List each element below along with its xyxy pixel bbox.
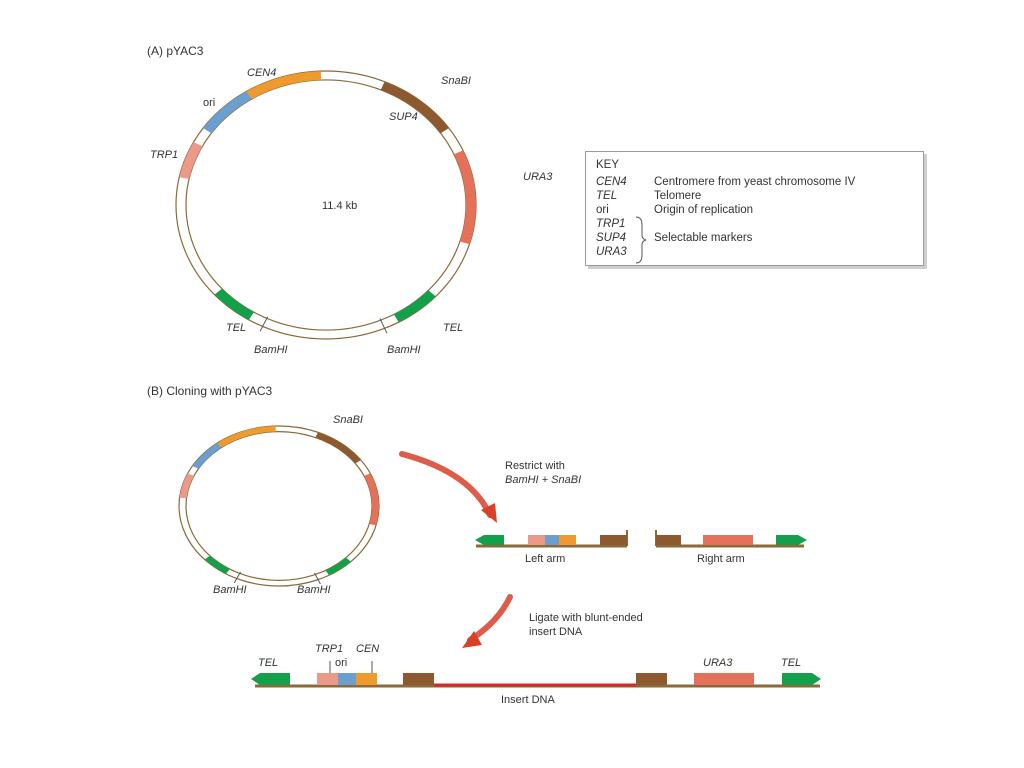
right-arm-construct <box>655 530 807 548</box>
right-arm-sup4 <box>656 535 681 545</box>
right-arm-tel <box>776 535 807 545</box>
final-tel-right <box>782 673 821 685</box>
right-arm-ura3 <box>703 535 753 545</box>
label-sup4: SUP4 <box>389 111 418 123</box>
final-label-tel-right: TEL <box>781 657 802 669</box>
plasmid-b-map <box>179 426 379 586</box>
ligate-text-line1: Ligate with blunt-ended <box>529 612 643 624</box>
ligate-arrowhead <box>462 631 482 648</box>
key-marker-trp1: TRP1 <box>596 218 626 230</box>
final-yac-construct <box>251 661 821 688</box>
plasmid-segment-trp1 <box>179 473 195 499</box>
left-arm-tel <box>475 535 504 545</box>
label-ura3: URA3 <box>523 171 553 183</box>
plasmid-segment-ura3 <box>453 150 476 245</box>
left-arm-cen <box>559 535 576 545</box>
panel-b-title: (B) Cloning with pYAC3 <box>147 384 273 398</box>
key-term-ori: ori <box>596 204 609 216</box>
plasmid-segment-cen4 <box>246 71 322 99</box>
label-snabi: SnaBI <box>441 75 471 87</box>
ligate-arrow <box>467 594 513 643</box>
right-arm-label: Right arm <box>697 553 745 565</box>
key-legend: KEY CEN4 Centromere from yeast chromosom… <box>585 151 924 266</box>
key-term-tel: TEL <box>596 190 618 202</box>
final-ura3 <box>694 673 754 685</box>
restrict-text-line1: Restrict with <box>505 460 565 472</box>
key-marker-sup4: SUP4 <box>596 232 627 244</box>
final-label-cen: CEN <box>356 643 380 655</box>
plasmid-ring-inner <box>186 432 372 581</box>
key-brace <box>635 216 647 264</box>
insert-dna-label: Insert DNA <box>501 694 555 706</box>
label-bamhi-left: BamHI <box>254 344 288 356</box>
final-tel-left <box>251 673 290 685</box>
plasmid-segment-sup4 <box>315 432 361 464</box>
key-term-cen4: CEN4 <box>596 176 627 188</box>
bamhi-site-tick <box>260 317 268 332</box>
final-sup4-right <box>636 673 667 685</box>
plasmid-segment-tel-left <box>204 555 230 574</box>
plasmid-segment-ori <box>192 442 222 469</box>
plasmid-segment-sup4 <box>380 81 449 134</box>
final-sup4-left <box>403 673 434 685</box>
left-arm-trp1 <box>528 535 545 545</box>
bamhi-site-tick <box>315 573 321 584</box>
left-arm-ori <box>545 535 559 545</box>
restrict-text-line2: BamHI + SnaBI <box>505 474 582 486</box>
left-arm-sup4 <box>600 535 627 545</box>
final-label-trp1: TRP1 <box>315 643 344 655</box>
plasmid-segment-tel-right <box>393 290 436 323</box>
label-cen4: CEN4 <box>247 67 277 79</box>
restrict-arrow <box>399 451 493 518</box>
bamhi-site-tick <box>380 318 387 333</box>
label-trp1: TRP1 <box>150 149 179 161</box>
final-trp1 <box>317 673 338 685</box>
key-desc-cen4: Centromere from yeast chromosome IV <box>654 176 856 188</box>
plasmid-segment-tel-left <box>214 288 254 320</box>
plasmid-segment-ura3 <box>363 473 379 526</box>
label-b-bamhi-right: BamHI <box>297 584 331 596</box>
label-bamhi-right: BamHI <box>387 344 421 356</box>
label-b-bamhi-left: BamHI <box>213 584 247 596</box>
key-desc-tel: Telomere <box>654 190 702 202</box>
label-tel-right: TEL <box>443 322 464 334</box>
key-desc-markers: Selectable markers <box>654 232 753 244</box>
final-label-tel-left: TEL <box>258 657 279 669</box>
plasmid-segment-tel-right <box>325 557 351 576</box>
restrict-arrowhead <box>481 503 497 523</box>
label-tel-left: TEL <box>226 322 247 334</box>
final-ori <box>338 673 356 685</box>
key-marker-ura3: URA3 <box>596 246 627 258</box>
bamhi-site-tick <box>234 572 240 583</box>
key-desc-ori: Origin of replication <box>654 204 754 216</box>
ligate-text-line2: insert DNA <box>529 626 583 638</box>
left-arm-construct <box>475 530 628 548</box>
plasmid-size-label: 11.4 kb <box>322 200 358 212</box>
plasmid-segment-trp1 <box>179 142 203 179</box>
label-b-snabi: SnaBI <box>333 414 363 426</box>
left-arm-label: Left arm <box>525 553 566 565</box>
panel-a-title: (A) pYAC3 <box>147 44 204 58</box>
final-label-ura3: URA3 <box>703 657 733 669</box>
final-label-ori: ori <box>335 657 348 669</box>
plasmid-a-map <box>176 71 476 339</box>
plasmid-segment-ori <box>203 91 252 134</box>
label-ori: ori <box>203 97 216 109</box>
plasmid-segment-cen4 <box>217 426 276 448</box>
key-title: KEY <box>596 159 620 171</box>
final-cen <box>356 673 377 685</box>
